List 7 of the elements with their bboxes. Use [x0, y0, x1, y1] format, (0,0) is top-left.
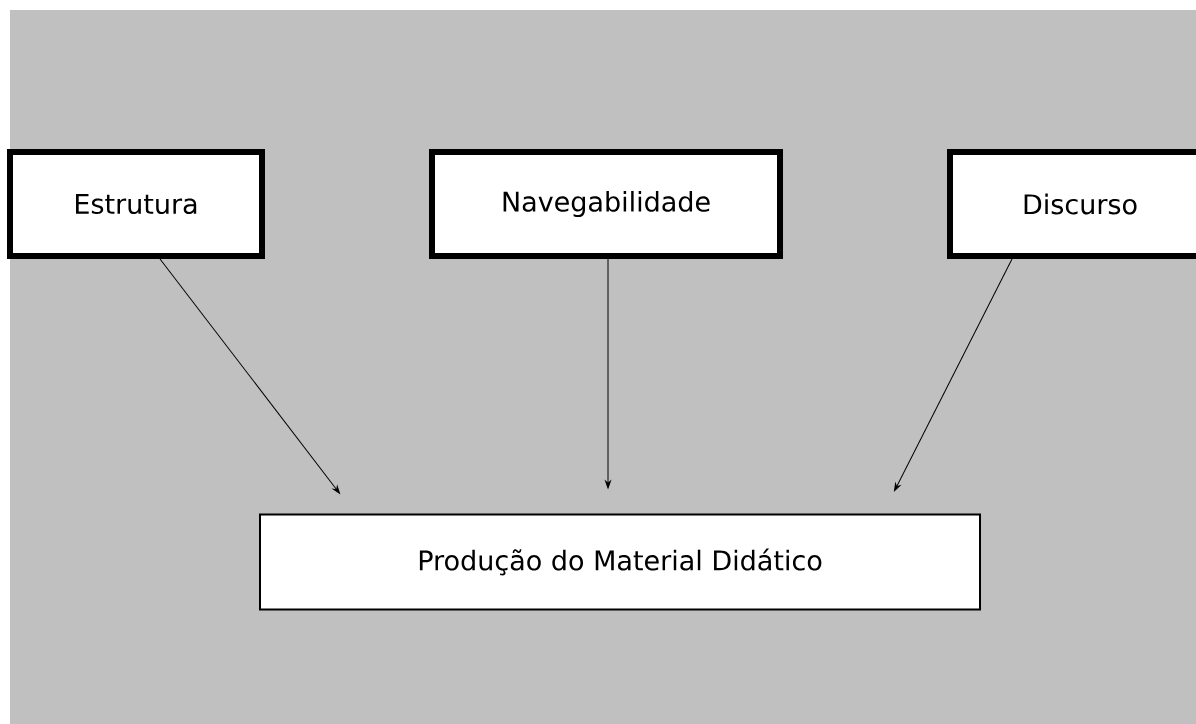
text-box: Produção do Material Didático: [259, 513, 981, 611]
text-box: Estrutura: [7, 149, 265, 259]
text-box: Navegabilidade: [429, 149, 783, 259]
arrow: [159, 258, 340, 494]
arrow: [894, 258, 1013, 492]
text-box: Discurso: [947, 149, 1196, 259]
arrow: [605, 258, 611, 489]
